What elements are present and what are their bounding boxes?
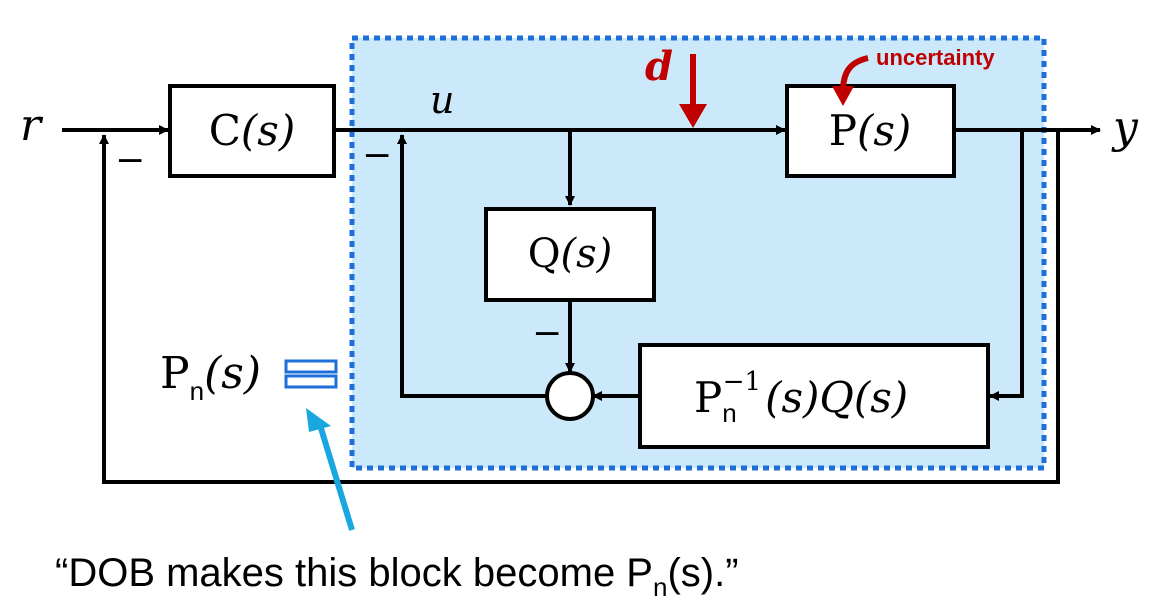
plant-label: P(s) [829,106,912,155]
controller-block [168,84,336,178]
wire-y-to-inverse [989,130,1024,401]
signal-u-label: u [430,78,454,122]
uncertainty-arrowhead [832,86,854,106]
uncertainty-label: uncertainty [876,45,995,70]
controller-label: C(s) [209,106,295,155]
signal-r-label: r [20,100,44,151]
inverse-model-block [638,343,990,449]
equals-symbol [284,359,338,389]
disturbance-label: d [645,43,673,90]
q-sum-sign: − [532,313,562,354]
caption: “DOB makes this block become Pn(s).” [55,551,739,602]
pn-label: Pn(s) [160,348,261,406]
wire-sum-to-u [397,134,547,398]
annotation-arrowhead [306,408,331,432]
disturbance-arrowhead [679,104,707,128]
outer-feedback-sign: − [115,140,145,181]
wire-outer-feedback [99,130,1060,484]
summing-junction [545,371,595,421]
inner-feedback-sign: − [362,135,392,176]
q-filter-label: Q(s) [528,231,613,277]
plant-block [785,84,956,178]
annotation-arrow-shaft [317,424,355,531]
signal-y-label: y [1111,102,1139,153]
inverse-model-label: Pn−1(s)Q(s) [694,367,908,428]
uncertainty-arrow-curve [840,55,869,89]
q-filter-block [484,207,656,302]
